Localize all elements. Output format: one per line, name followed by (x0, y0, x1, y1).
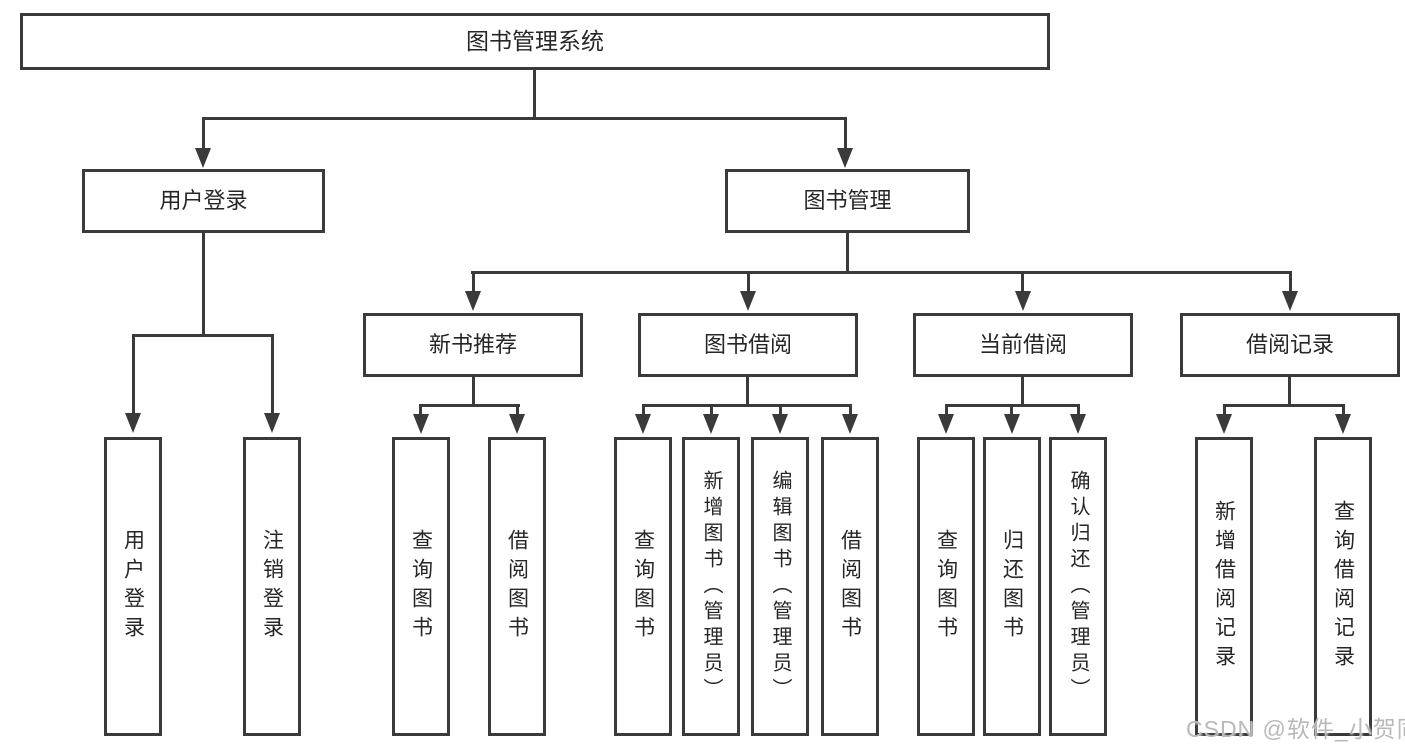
connector-line (945, 406, 948, 415)
connector-line (779, 406, 782, 415)
node-current-borrowing: 当前借阅 (913, 313, 1133, 377)
leaf-query-books-borrowing: 查询图书 (614, 437, 672, 736)
connector-line (533, 70, 536, 118)
leaf-query-books-newbook: 查询图书 (392, 437, 450, 736)
leaf-query-borrow-record: 查询借阅记录 (1314, 437, 1372, 736)
connector-line (419, 404, 520, 407)
arrow-down-icon (703, 414, 719, 434)
connector-line (846, 233, 849, 273)
arrow-down-icon (509, 414, 525, 434)
connector-line (1289, 273, 1292, 292)
arrow-down-icon (1004, 414, 1020, 434)
leaf-borrow-books-newbook: 借阅图书 (488, 437, 546, 736)
node-current-borrowing-label: 当前借阅 (978, 332, 1067, 357)
connector-line (642, 406, 645, 415)
connector-line (849, 406, 852, 415)
leaf-logout-label: 注销登录 (260, 528, 284, 645)
leaf-add-borrow-record: 新增借阅记录 (1195, 437, 1253, 736)
arrow-down-icon (195, 148, 211, 168)
node-borrowing-records: 借阅记录 (1180, 313, 1400, 377)
arrow-down-icon (635, 414, 651, 434)
connector-line (1021, 273, 1024, 292)
leaf-add-books-admin-label: 新增图书（管理员） (700, 469, 722, 704)
connector-line (747, 273, 750, 292)
connector-line (1288, 377, 1291, 406)
leaf-query-books-borrowing-label: 查询图书 (631, 528, 655, 645)
connector-line (471, 271, 1292, 274)
arrow-down-icon (465, 291, 481, 311)
node-book-borrowing-label: 图书借阅 (703, 332, 792, 357)
arrow-down-icon (1282, 291, 1298, 311)
arrow-down-icon (1015, 291, 1031, 311)
arrow-down-icon (938, 414, 954, 434)
connector-line (1223, 404, 1345, 407)
leaf-add-books-admin: 新增图书（管理员） (682, 437, 740, 736)
connector-line (1077, 406, 1080, 415)
leaf-confirm-return-admin-label: 确认归还（管理员） (1067, 469, 1089, 704)
leaf-user-login-label: 用户登录 (121, 528, 145, 645)
leaf-query-books-current: 查询图书 (917, 437, 975, 736)
arrow-down-icon (740, 291, 756, 311)
node-user-login-label: 用户登录 (159, 188, 248, 213)
connector-line (472, 273, 475, 292)
arrow-down-icon (842, 414, 858, 434)
arrow-down-icon (772, 414, 788, 434)
connector-line (271, 336, 274, 413)
arrow-down-icon (1335, 414, 1351, 434)
watermark: CSDN @软件_小贺同学 (1186, 716, 1405, 742)
connector-line (132, 336, 135, 413)
node-root-label: 图书管理系统 (466, 28, 604, 54)
connector-line (419, 406, 422, 415)
node-new-book-recommend: 新书推荐 (363, 313, 583, 377)
connector-line (844, 119, 847, 150)
leaf-confirm-return-admin: 确认归还（管理员） (1049, 437, 1107, 736)
connector-line (945, 404, 1080, 407)
connector-line (202, 117, 847, 120)
node-book-management: 图书管理 (725, 169, 970, 233)
leaf-query-books-current-label: 查询图书 (934, 528, 958, 645)
leaf-borrow-books-borrowing-label: 借阅图书 (838, 528, 862, 645)
connector-line (1021, 377, 1024, 406)
node-book-management-label: 图书管理 (803, 188, 892, 213)
leaf-user-login: 用户登录 (104, 437, 162, 736)
arrow-down-icon (1216, 414, 1232, 434)
arrow-down-icon (413, 414, 429, 434)
node-new-book-recommend-label: 新书推荐 (428, 332, 517, 357)
connector-line (710, 406, 713, 415)
leaf-borrow-books-newbook-label: 借阅图书 (505, 528, 529, 645)
connector-line (746, 377, 749, 406)
connector-line (642, 404, 852, 407)
connector-line (1342, 406, 1345, 415)
arrow-down-icon (125, 413, 141, 433)
leaf-edit-books-admin-label: 编辑图书（管理员） (769, 469, 791, 704)
connector-line (516, 406, 519, 415)
node-user-login: 用户登录 (82, 169, 325, 233)
connector-line (202, 233, 205, 336)
node-root: 图书管理系统 (20, 13, 1050, 70)
node-borrowing-records-label: 借阅记录 (1245, 332, 1334, 357)
arrow-down-icon (1070, 414, 1086, 434)
connector-line (202, 119, 205, 150)
leaf-return-books: 归还图书 (983, 437, 1041, 736)
leaf-logout: 注销登录 (243, 437, 301, 736)
leaf-return-books-label: 归还图书 (1000, 528, 1024, 645)
leaf-query-books-newbook-label: 查询图书 (409, 528, 433, 645)
connector-line (1223, 406, 1226, 415)
arrow-down-icon (264, 413, 280, 433)
leaf-query-borrow-record-label: 查询借阅记录 (1331, 499, 1355, 674)
arrow-down-icon (837, 148, 853, 168)
node-book-borrowing: 图书借阅 (638, 313, 858, 377)
connector-line (132, 334, 274, 337)
leaf-edit-books-admin: 编辑图书（管理员） (751, 437, 809, 736)
connector-line (472, 377, 475, 406)
leaf-borrow-books-borrowing: 借阅图书 (821, 437, 879, 736)
connector-line (1010, 406, 1013, 415)
leaf-add-borrow-record-label: 新增借阅记录 (1212, 499, 1236, 674)
